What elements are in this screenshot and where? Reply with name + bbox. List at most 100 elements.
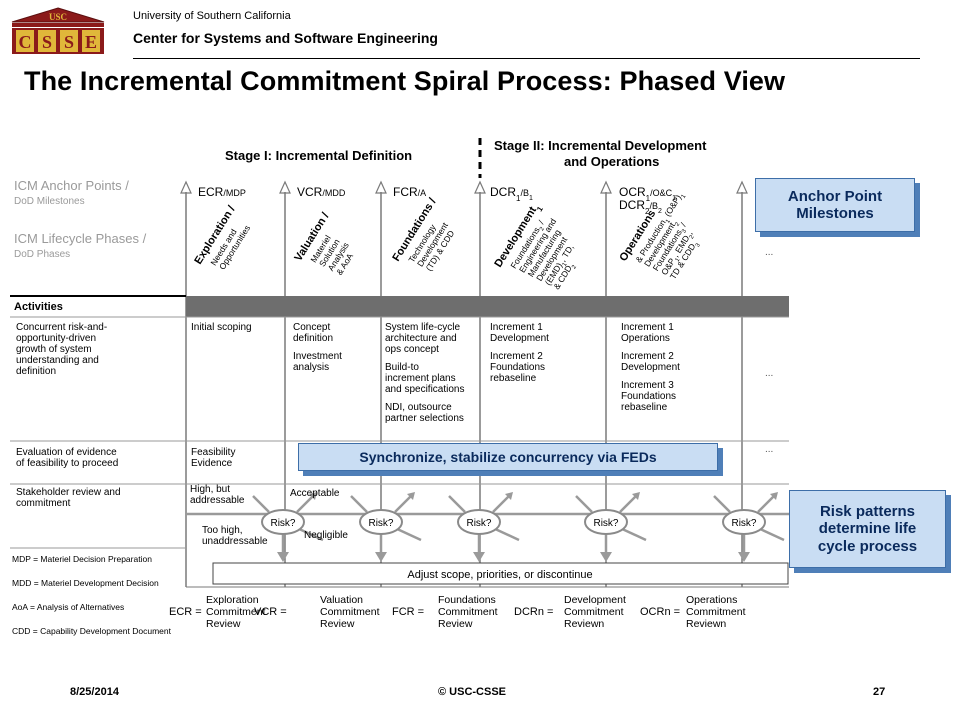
header-divider bbox=[133, 58, 920, 59]
activity-cell-text: analysis bbox=[293, 362, 329, 373]
anchor-points-label: ICM Anchor Points / bbox=[14, 178, 129, 193]
risk-callout-line1: Risk patterns bbox=[819, 503, 916, 521]
milestone-4: DCR1/B1 bbox=[490, 185, 533, 203]
risk-down-arrowhead bbox=[600, 552, 612, 562]
risk-out-arrowhead bbox=[505, 492, 513, 500]
risk-down-arrowhead bbox=[277, 552, 289, 562]
risk-node-label: Risk? bbox=[731, 518, 756, 529]
activity-cell-text: Increment 2 bbox=[490, 351, 543, 362]
activity-row-3-label: Stakeholder review and bbox=[16, 487, 121, 498]
risk-high-label-line1: High, but bbox=[190, 484, 230, 495]
risk-acceptable-label: Acceptable bbox=[290, 488, 340, 499]
risk-node-label: Risk? bbox=[270, 518, 295, 529]
activity-cell-text: System life-cycle bbox=[385, 322, 460, 333]
activity-cell-text: Increment 2 bbox=[621, 351, 674, 362]
anchor-point-callout: Anchor Point Milestones bbox=[755, 178, 915, 232]
logo-letter-1: C bbox=[19, 32, 32, 52]
risk-out-arrow bbox=[296, 495, 314, 513]
risk-out-arrowhead bbox=[407, 492, 415, 500]
stage-1-label: Stage I: Incremental Definition bbox=[225, 148, 412, 163]
university-name: University of Southern California bbox=[133, 10, 291, 22]
stage-2-label-line2: and Operations bbox=[564, 154, 659, 169]
review-abbr: ECR = bbox=[169, 606, 202, 618]
review-abbr: DCRn = bbox=[514, 606, 553, 618]
milestone-label: DCR1/B1 bbox=[490, 185, 533, 203]
column-arrow-6 bbox=[736, 180, 748, 194]
activity-cell-text: architecture and bbox=[385, 333, 457, 344]
milestone-label: OCR1/O&C1 bbox=[619, 185, 676, 203]
risk-patterns-callout: Risk patterns determine life cycle proce… bbox=[789, 490, 946, 568]
activity-cell-text: Foundations bbox=[490, 362, 545, 373]
milestone-3: FCR/A bbox=[393, 185, 426, 199]
risk-in-arrow bbox=[575, 495, 593, 513]
feasibility-evidence-line1: Feasibility bbox=[191, 447, 235, 458]
milestone-label-line2: DCR2/B2 bbox=[619, 198, 662, 216]
risk-diag-arrow bbox=[619, 526, 647, 542]
activity-bar bbox=[186, 296, 789, 317]
risk-in-arrow bbox=[252, 495, 270, 513]
column-arrow-3 bbox=[375, 180, 387, 194]
review-line: Commitment bbox=[206, 606, 266, 618]
milestone-1: ECR/MDP bbox=[198, 185, 246, 199]
ellipsis-1: ... bbox=[765, 368, 773, 379]
milestone-label: FCR/A bbox=[393, 185, 426, 199]
logo-letter-2: S bbox=[42, 32, 52, 52]
anchor-callout-line1: Anchor Point bbox=[787, 187, 883, 205]
review-line: Review bbox=[320, 618, 355, 630]
logo-letter-4: E bbox=[85, 32, 97, 52]
review-abbr: OCRn = bbox=[640, 606, 680, 618]
activity-cell-text: NDI, outsource bbox=[385, 402, 452, 413]
risk-callout-line2: determine life bbox=[818, 520, 917, 538]
risk-out-arrowhead bbox=[632, 492, 640, 500]
adjust-scope-label: Adjust scope, priorities, or discontinue bbox=[407, 569, 592, 581]
review-line: Reviewn bbox=[686, 618, 726, 630]
activity-cell-text: and specifications bbox=[385, 384, 465, 395]
risk-out-arrow bbox=[492, 495, 510, 513]
activity-cell-text: Increment 1 bbox=[621, 322, 674, 333]
review-abbr: FCR = bbox=[392, 606, 424, 618]
activity-cell-text: rebaseline bbox=[490, 373, 537, 384]
slide-title: The Incremental Commitment Spiral Proces… bbox=[24, 66, 786, 96]
risk-down-arrowhead bbox=[738, 552, 750, 562]
feasibility-evidence-line2: Evidence bbox=[191, 458, 233, 469]
review-line: Development bbox=[564, 594, 626, 606]
abbreviation-4: CDD = Capability Development Document bbox=[12, 626, 172, 636]
activity-cell-text: Development bbox=[490, 333, 549, 344]
abbreviation-2: MDD = Materiel Development Decision bbox=[12, 578, 159, 588]
synchronize-callout: Synchronize, stabilize concurrency via F… bbox=[298, 443, 718, 471]
risk-in-arrow bbox=[448, 495, 466, 513]
logo-graphic: USC C S S E bbox=[11, 7, 105, 54]
center-name: Center for Systems and Software Engineer… bbox=[133, 30, 438, 46]
risk-node bbox=[457, 509, 501, 535]
review-line: Foundations bbox=[438, 594, 496, 606]
review-line: Review bbox=[438, 618, 473, 630]
risk-high-label-line2: addressable bbox=[190, 495, 245, 506]
milestone-label: ECR/MDP bbox=[198, 185, 246, 199]
activity-cell-text: Increment 1 bbox=[490, 322, 543, 333]
risk-out-arrowhead bbox=[770, 492, 778, 500]
ellipsis-3: ... bbox=[765, 247, 773, 258]
activity-cell-text: definition bbox=[293, 333, 333, 344]
activity-row-1-label: opportunity-driven bbox=[16, 333, 96, 344]
footer-page-number: 27 bbox=[873, 686, 886, 698]
risk-out-arrowhead bbox=[309, 492, 317, 500]
abbreviation-1: MDP = Materiel Decision Preparation bbox=[12, 554, 152, 564]
review-line: Operations bbox=[686, 594, 737, 606]
activity-row-1-label: growth of system bbox=[16, 344, 92, 355]
risk-diag-arrow bbox=[394, 526, 422, 542]
risk-diag-arrow bbox=[492, 526, 520, 542]
ellipsis-2: ... bbox=[765, 444, 773, 455]
activity-cell-text: Operations bbox=[621, 333, 670, 344]
sync-callout-text: Synchronize, stabilize concurrency via F… bbox=[359, 448, 657, 465]
activity-cell-text: Development bbox=[621, 362, 680, 373]
review-line: Commitment bbox=[320, 606, 380, 618]
activity-cell-text: Build-to bbox=[385, 362, 419, 373]
review-line: Commitment bbox=[438, 606, 498, 618]
